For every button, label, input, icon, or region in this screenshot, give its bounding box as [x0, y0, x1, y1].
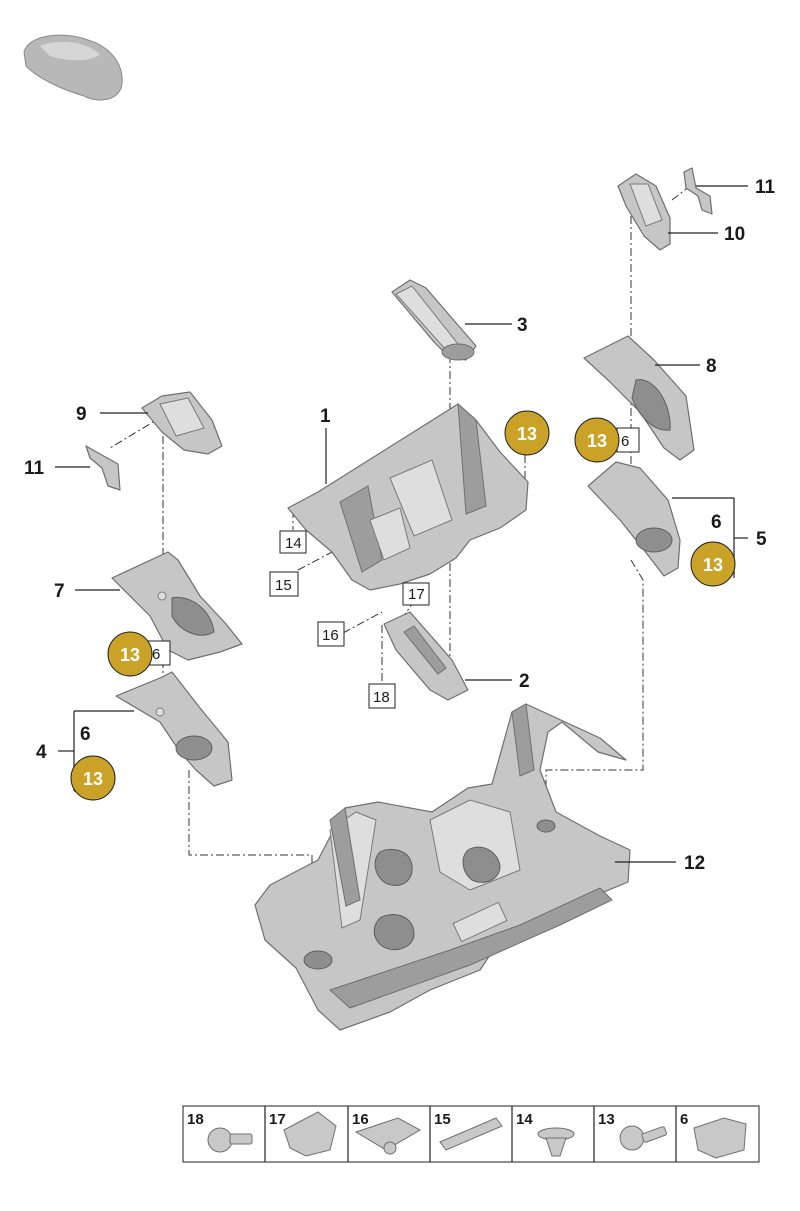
legend-item-16: 16: [352, 1111, 422, 1155]
boxed-ref-18: 18: [368, 683, 396, 709]
callout-9: 9: [76, 404, 87, 425]
svg-text:6: 6: [621, 433, 629, 450]
part-8-bracket-right: [583, 335, 695, 461]
svg-text:16: 16: [322, 627, 339, 644]
svg-text:13: 13: [598, 1111, 615, 1128]
callout-7: 7: [54, 581, 65, 602]
svg-text:13: 13: [703, 555, 723, 575]
car-thumbnail-icon: [23, 34, 123, 101]
part-11-clip-left: [85, 445, 121, 491]
part-4-bracket-left: [115, 671, 233, 787]
svg-text:14: 14: [285, 535, 302, 552]
part-11-clip-right: [683, 167, 713, 215]
callout-4: 4: [36, 742, 47, 763]
svg-text:14: 14: [516, 1111, 533, 1128]
part-12-frame: [254, 703, 631, 1031]
boxed-ref-15: 15: [269, 571, 299, 597]
svg-text:6: 6: [680, 1111, 688, 1128]
badge-13-left-lower: 13: [70, 755, 116, 801]
legend-item-15: 15: [434, 1111, 503, 1151]
svg-text:16: 16: [352, 1111, 369, 1128]
svg-text:17: 17: [269, 1111, 286, 1128]
screw-icon: [619, 1125, 667, 1151]
callout-6-left: 6: [80, 724, 91, 745]
callout-6-right: 6: [711, 512, 722, 533]
callout-8: 8: [706, 356, 717, 377]
svg-text:13: 13: [83, 769, 103, 789]
callout-12: 12: [684, 853, 705, 874]
callout-10: 10: [724, 224, 745, 245]
badge-13-right-lower: 13: [690, 541, 736, 587]
svg-text:15: 15: [434, 1111, 451, 1128]
boxed-ref-6-right: 6: [616, 427, 640, 453]
part-7-bracket-left: [111, 551, 243, 661]
svg-text:15: 15: [275, 577, 292, 594]
callout-5: 5: [756, 529, 767, 550]
svg-text:13: 13: [120, 645, 140, 665]
svg-text:18: 18: [187, 1111, 204, 1128]
part-2-clip-bracket: [383, 611, 469, 701]
callout-3: 3: [517, 315, 528, 336]
badge-13-right-upper: 13: [574, 417, 620, 463]
clip-bracket-icon: [283, 1111, 337, 1157]
legend-table: 18 17 16 15 14: [182, 1105, 760, 1163]
push-rivet-icon: [537, 1127, 575, 1157]
part-9-cover-left: [141, 391, 223, 455]
speed-nut-icon: [354, 1117, 422, 1155]
legend-item-17: 17: [269, 1111, 337, 1157]
part-3-channel: [391, 279, 477, 361]
boxed-ref-17: 17: [402, 582, 430, 606]
callout-11-right: 11: [755, 177, 776, 198]
insulation-pad-icon: [693, 1117, 747, 1159]
legend-item-18: 18: [187, 1111, 253, 1153]
boxed-ref-16: 16: [317, 621, 345, 647]
svg-text:6: 6: [152, 646, 160, 663]
callout-11-left: 11: [24, 458, 45, 479]
svg-text:13: 13: [517, 424, 537, 444]
callout-2: 2: [519, 671, 530, 692]
svg-text:18: 18: [373, 689, 390, 706]
svg-text:17: 17: [408, 586, 425, 603]
badge-13-center: 13: [504, 410, 550, 456]
part-10-cover-right: [617, 173, 671, 251]
part-1-center-bracket: [287, 402, 529, 591]
legend-item-13: 13: [598, 1111, 667, 1151]
callout-1: 1: [320, 406, 331, 427]
badge-13-left-upper: 13: [107, 631, 153, 677]
strip-clip-icon: [439, 1117, 503, 1151]
legend-item-14: 14: [516, 1111, 575, 1157]
boxed-ref-14: 14: [279, 530, 307, 554]
svg-text:13: 13: [587, 431, 607, 451]
bolt-icon: [207, 1127, 253, 1153]
legend-item-6: 6: [680, 1111, 747, 1159]
part-5-bracket-right: [587, 461, 681, 577]
